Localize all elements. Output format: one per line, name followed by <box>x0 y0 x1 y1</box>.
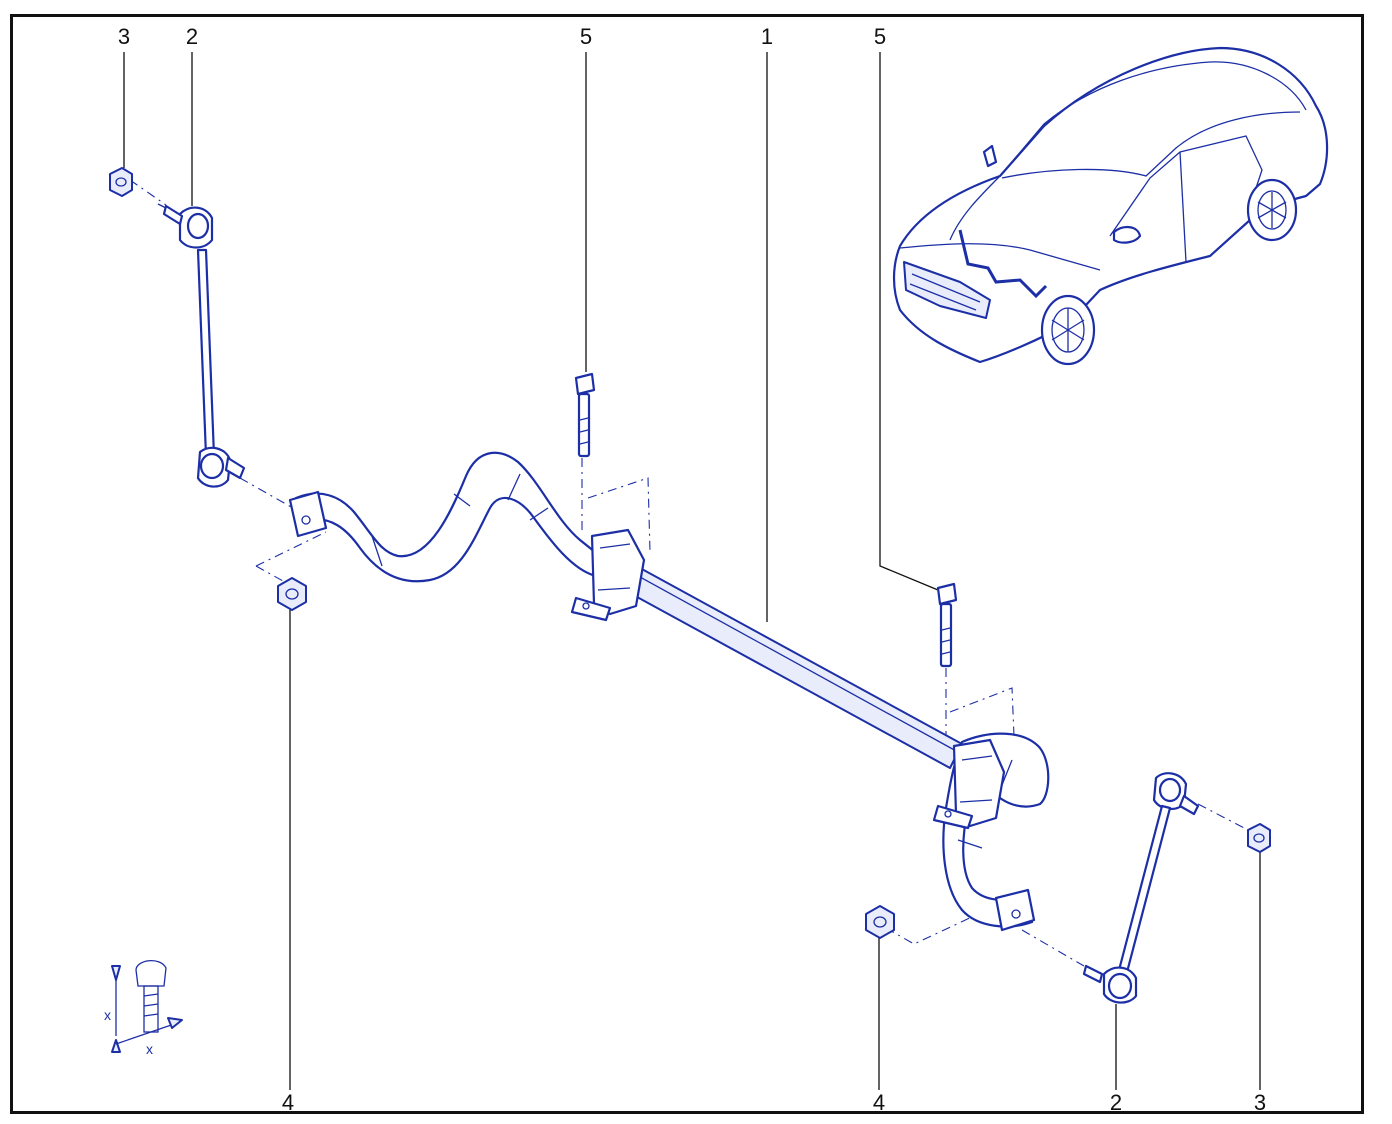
vehicle-locator-illustration <box>892 46 1329 366</box>
dimension-label-x-vertical: x <box>104 1007 111 1023</box>
callout-4-right: 4 <box>873 1090 885 1115</box>
dimension-label-x-horizontal: x <box>146 1041 153 1057</box>
leader-lines <box>123 52 1261 1090</box>
callout-5-right: 5 <box>874 24 886 49</box>
nut-4-left <box>277 577 307 611</box>
callout-3-right: 3 <box>1254 1090 1266 1115</box>
bushing-bracket-right <box>932 738 1006 830</box>
leader-5-right <box>879 52 939 591</box>
callout-4-left: 4 <box>282 1090 294 1115</box>
bolt-right <box>936 582 958 668</box>
nut-3-left <box>109 167 133 197</box>
link-rod-left <box>157 203 246 488</box>
diagram-frame <box>10 14 1364 1114</box>
callout-2-right: 2 <box>1110 1090 1122 1115</box>
callout-2-left: 2 <box>186 24 198 49</box>
callout-1: 1 <box>761 24 773 49</box>
bolt-left <box>574 372 596 458</box>
stabilizer-bar <box>288 451 1050 932</box>
assembly-dash-lines <box>129 179 1249 967</box>
callout-5-left: 5 <box>580 24 592 49</box>
nut-3-right <box>1247 823 1271 853</box>
nut-4-right <box>865 905 895 939</box>
link-rod-right <box>1082 772 1200 1004</box>
tightening-torque-symbol: x x <box>104 960 183 1057</box>
bushing-bracket-left <box>570 528 646 622</box>
callout-3-left: 3 <box>118 24 130 49</box>
